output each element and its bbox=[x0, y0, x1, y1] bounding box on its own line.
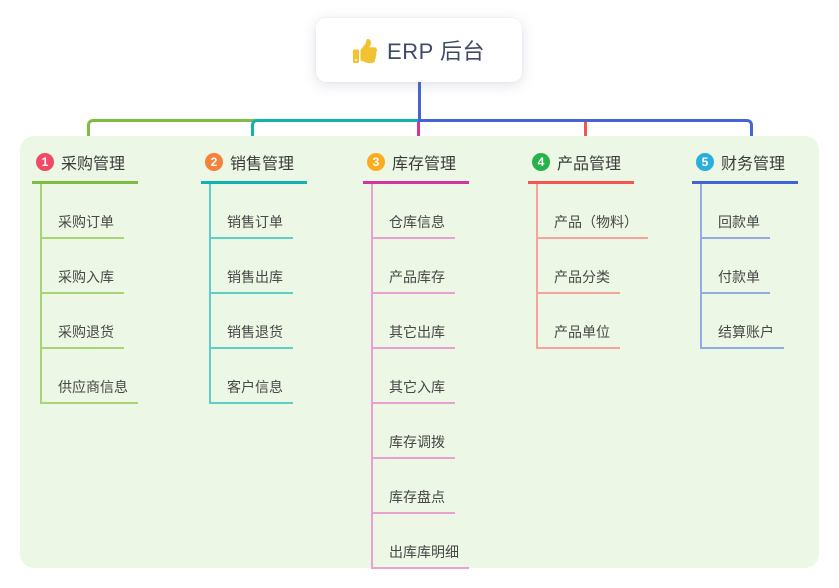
branch-name: 财务管理 bbox=[721, 156, 786, 173]
connector-branch-4 bbox=[584, 119, 587, 150]
child-node[interactable]: 供应商信息 bbox=[42, 349, 138, 404]
child-node[interactable]: 付款单 bbox=[702, 239, 770, 294]
child-node-label: 采购入库 bbox=[58, 268, 114, 285]
child-node[interactable]: 产品分类 bbox=[538, 239, 620, 294]
root-node-title: ERP 后台 bbox=[387, 39, 485, 64]
child-node[interactable]: 仓库信息 bbox=[373, 184, 455, 239]
branch-1: 1 采购管理采购订单采购入库采购退货供应商信息 bbox=[32, 148, 139, 404]
child-node-label: 出库库明细 bbox=[389, 543, 459, 560]
child-node[interactable]: 客户信息 bbox=[211, 349, 293, 404]
branch-title-4[interactable]: 4 产品管理 bbox=[528, 148, 635, 184]
child-node-label: 库存调拨 bbox=[389, 433, 445, 450]
child-node-label: 结算账户 bbox=[718, 323, 774, 340]
branch-name: 销售管理 bbox=[230, 156, 295, 173]
child-node-label: 供应商信息 bbox=[58, 378, 128, 395]
child-node[interactable]: 库存盘点 bbox=[373, 459, 455, 514]
branch-3: 3 库存管理仓库信息产品库存其它出库其它入库库存调拨库存盘点出库库明细 bbox=[363, 148, 470, 569]
child-node[interactable]: 库存调拨 bbox=[373, 404, 455, 459]
child-node[interactable]: 回款单 bbox=[702, 184, 770, 239]
child-node-label: 采购退货 bbox=[58, 323, 114, 340]
child-node[interactable]: 其它出库 bbox=[373, 294, 455, 349]
branch-name: 采购管理 bbox=[61, 156, 126, 173]
child-node-label: 产品（物料） bbox=[554, 213, 638, 230]
child-node[interactable]: 采购入库 bbox=[42, 239, 124, 294]
branch-children-1: 采购订单采购入库采购退货供应商信息 bbox=[40, 184, 138, 404]
child-node-label: 其它入库 bbox=[389, 378, 445, 395]
child-node[interactable]: 销售出库 bbox=[211, 239, 293, 294]
child-node[interactable]: 其它入库 bbox=[373, 349, 455, 404]
branch-title-1[interactable]: 1 采购管理 bbox=[32, 148, 139, 184]
child-node-label: 回款单 bbox=[718, 213, 760, 230]
branches-panel bbox=[20, 136, 819, 568]
branch-badge-1: 1 bbox=[36, 153, 54, 171]
branch-title-3[interactable]: 3 库存管理 bbox=[363, 148, 470, 184]
child-node[interactable]: 采购退货 bbox=[42, 294, 124, 349]
branch-title-5[interactable]: 5 财务管理 bbox=[692, 148, 799, 184]
child-node[interactable]: 产品（物料） bbox=[538, 184, 648, 239]
child-node[interactable]: 结算账户 bbox=[702, 294, 784, 349]
branch-title-2[interactable]: 2 销售管理 bbox=[201, 148, 308, 184]
branch-badge-3: 3 bbox=[367, 153, 385, 171]
child-node-label: 其它出库 bbox=[389, 323, 445, 340]
child-node-label: 库存盘点 bbox=[389, 488, 445, 505]
thumbs-up-icon bbox=[353, 39, 378, 63]
child-node[interactable]: 采购订单 bbox=[42, 184, 124, 239]
child-node-label: 仓库信息 bbox=[389, 213, 445, 230]
child-node-label: 付款单 bbox=[718, 268, 760, 285]
child-node[interactable]: 产品库存 bbox=[373, 239, 455, 294]
child-node[interactable]: 销售订单 bbox=[211, 184, 293, 239]
branch-children-4: 产品（物料） 产品分类产品单位 bbox=[536, 184, 648, 349]
connector-root bbox=[418, 82, 421, 121]
child-node[interactable]: 出库库明细 bbox=[373, 514, 469, 569]
child-node-label: 销售订单 bbox=[227, 213, 283, 230]
child-node[interactable]: 销售退货 bbox=[211, 294, 293, 349]
child-node-label: 采购订单 bbox=[58, 213, 114, 230]
branch-name: 库存管理 bbox=[392, 156, 457, 173]
branch-4: 4 产品管理产品（物料） 产品分类产品单位 bbox=[528, 148, 648, 349]
branch-name: 产品管理 bbox=[557, 156, 622, 173]
branch-badge-5: 5 bbox=[696, 153, 714, 171]
branch-5: 5 财务管理回款单付款单结算账户 bbox=[692, 148, 799, 349]
branch-badge-2: 2 bbox=[205, 153, 223, 171]
branch-2: 2 销售管理销售订单销售出库销售退货客户信息 bbox=[201, 148, 308, 404]
branch-children-2: 销售订单销售出库销售退货客户信息 bbox=[209, 184, 293, 404]
branch-children-5: 回款单付款单结算账户 bbox=[700, 184, 784, 349]
child-node-label: 销售退货 bbox=[227, 323, 283, 340]
child-node-label: 销售出库 bbox=[227, 268, 283, 285]
child-node[interactable]: 产品单位 bbox=[538, 294, 620, 349]
child-node-label: 产品分类 bbox=[554, 268, 610, 285]
branch-badge-4: 4 bbox=[532, 153, 550, 171]
child-node-label: 客户信息 bbox=[227, 378, 283, 395]
root-node-erp[interactable]: ERP 后台 bbox=[316, 18, 522, 82]
branch-children-3: 仓库信息产品库存其它出库其它入库库存调拨库存盘点出库库明细 bbox=[371, 184, 469, 569]
child-node-label: 产品单位 bbox=[554, 323, 610, 340]
child-node-label: 产品库存 bbox=[389, 268, 445, 285]
